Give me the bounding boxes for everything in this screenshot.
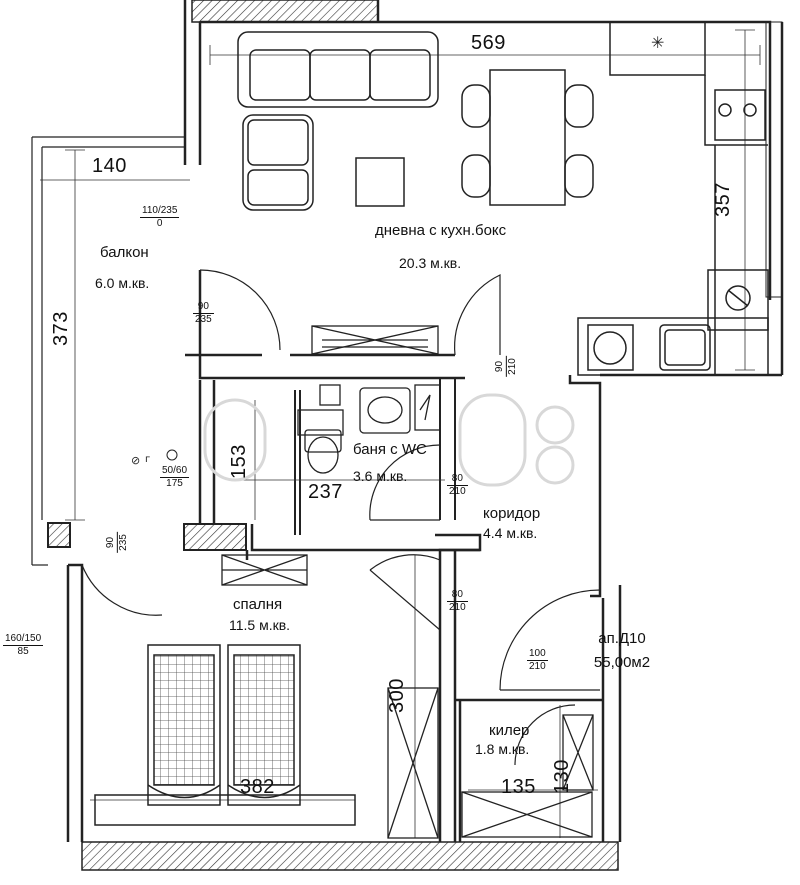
opening-bedroom-window: 160/150 85 xyxy=(3,633,44,658)
corridor-name: коридор xyxy=(483,505,541,522)
column-left xyxy=(47,522,71,548)
dim-bedroom-depth: 300 xyxy=(385,678,408,713)
beds xyxy=(94,644,356,826)
opening-bath-window: 50/60 175 xyxy=(160,465,190,490)
drain-icon xyxy=(166,449,178,461)
living-room-area: 20.3 м.кв. xyxy=(399,255,462,271)
opening-height: 175 xyxy=(166,478,183,489)
hood-icon: ✳ xyxy=(651,33,664,52)
balcony-parapet xyxy=(31,136,185,566)
storage-area: 1.8 м.кв. xyxy=(475,741,530,757)
apartment-label: ап.Д10 55,00м2 xyxy=(582,627,662,675)
opening-bedroom-balcony-door: 90 235 xyxy=(104,532,130,553)
dim-balcony-width: 140 xyxy=(92,155,127,177)
dim-balcony-length: 373 xyxy=(49,311,72,346)
balcony-name: балкон xyxy=(100,244,149,261)
gas-meter-icon: ⊘ xyxy=(131,454,140,467)
opening-height: 210 xyxy=(529,661,546,672)
opening-width: 80 xyxy=(447,589,468,602)
opening-height: 210 xyxy=(449,602,466,613)
opening-height: 235 xyxy=(117,534,129,551)
opening-width: 110/235 xyxy=(140,205,180,218)
balcony-area: 6.0 м.кв. xyxy=(95,275,150,291)
walls xyxy=(66,0,784,842)
opening-width: 50/60 xyxy=(160,465,190,478)
opening-width: 80 xyxy=(447,473,468,486)
dimension-lines xyxy=(40,29,761,838)
gas-meter-symbol: г xyxy=(145,454,150,465)
opening-height: 85 xyxy=(17,646,29,657)
opening-width: 90 xyxy=(104,532,118,553)
opening-width: 90 xyxy=(193,301,214,314)
storage-name: килер xyxy=(489,722,530,739)
opening-bedroom-door: 80 210 xyxy=(447,589,468,614)
opening-living-door: 90 210 xyxy=(493,356,519,377)
apartment-total-area: 55,00м2 xyxy=(593,654,651,671)
opening-balcony-door: 90 235 xyxy=(193,301,214,326)
opening-width: 90 xyxy=(493,356,507,377)
dim-living-depth: 357 xyxy=(711,182,734,217)
sofa xyxy=(237,31,439,211)
bathroom-name: баня с WC xyxy=(353,441,427,458)
dim-living-width: 569 xyxy=(471,32,506,54)
bottom-wall-hatch xyxy=(81,841,619,871)
opening-entrance-door: 100 210 xyxy=(527,648,548,673)
column-center xyxy=(183,523,247,551)
bedroom-area: 11.5 м.кв. xyxy=(229,617,291,633)
bathroom-fixtures xyxy=(297,384,441,474)
bathroom-area: 3.6 м.кв. xyxy=(353,468,408,484)
dim-bedroom-width: 382 xyxy=(240,776,275,798)
kitchen-counter xyxy=(577,22,769,376)
opening-height: 210 xyxy=(506,358,518,375)
opening-height: 235 xyxy=(195,314,212,325)
dim-storage-width: 135 xyxy=(501,776,536,798)
corridor-area: 4.4 м.кв. xyxy=(483,525,538,541)
bedroom-window xyxy=(221,554,308,586)
top-wall-hatch xyxy=(191,0,379,23)
dim-storage-depth: 130 xyxy=(550,759,573,794)
opening-width: 160/150 xyxy=(3,633,44,646)
opening-height: 210 xyxy=(449,486,466,497)
dim-bathroom-width: 237 xyxy=(308,481,343,503)
watermark xyxy=(203,393,575,487)
apartment-id: ап.Д10 xyxy=(598,630,646,647)
opening-width: 100 xyxy=(527,648,548,661)
kitchen-window xyxy=(765,21,783,298)
tv-unit xyxy=(311,325,439,355)
coffee-table xyxy=(355,157,405,207)
opening-balcony-window: 110/235 0 xyxy=(140,205,180,230)
living-room-name: дневна с кухн.бокс xyxy=(375,222,507,239)
door-swings xyxy=(81,269,601,766)
opening-bath-door: 80 210 xyxy=(447,473,468,498)
dim-bathroom-depth: 153 xyxy=(227,444,250,479)
bedroom-name: спалня xyxy=(233,596,283,613)
opening-height: 0 xyxy=(156,218,163,229)
dining-set xyxy=(461,69,594,206)
wardrobes xyxy=(387,687,594,839)
